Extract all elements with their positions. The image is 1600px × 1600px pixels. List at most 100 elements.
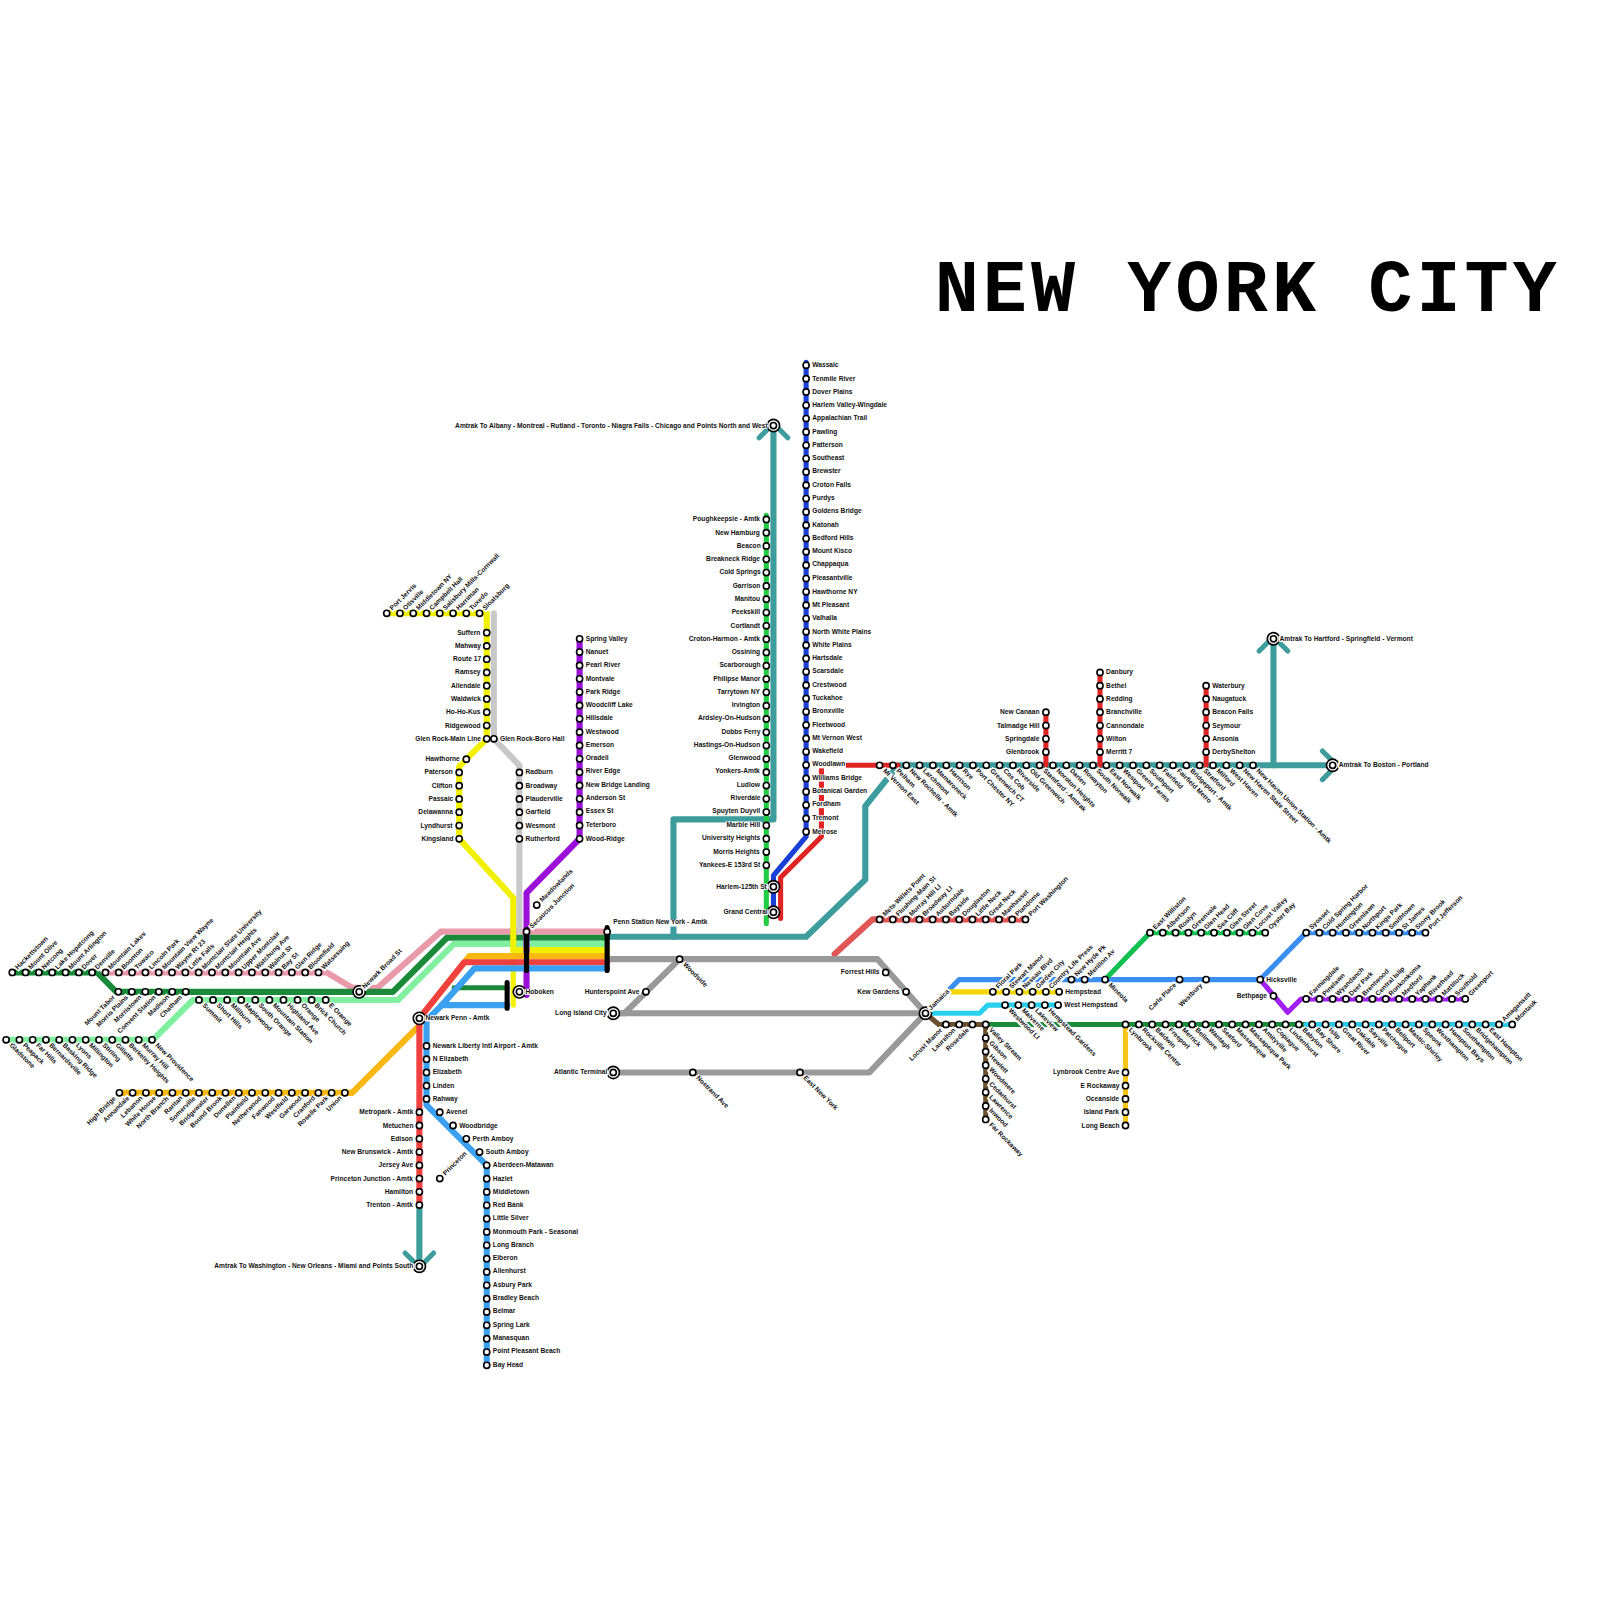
station-label: Seymour: [1211, 722, 1241, 729]
station-dot: [423, 1043, 429, 1049]
rail-line: [613, 1010, 925, 1016]
station-dot: [890, 916, 896, 922]
station-label: Wassaic: [811, 362, 839, 369]
station-dot: [1262, 930, 1268, 936]
station-dot: [1147, 930, 1153, 936]
station-dot: [142, 989, 148, 995]
station-dot: [677, 956, 683, 962]
station-dot: [1037, 762, 1043, 768]
station-dot: [89, 969, 95, 975]
station-dot: [276, 969, 282, 975]
station-dot: [36, 969, 42, 975]
station-label: Cold Springs: [718, 569, 761, 576]
station-label: Radburn: [524, 769, 553, 776]
station-dot: [763, 530, 769, 536]
station-dot: [643, 989, 649, 995]
station-dot: [604, 929, 610, 935]
station-dot: [484, 1189, 490, 1195]
station-dot: [1303, 930, 1309, 936]
station-dot: [803, 522, 809, 528]
station-dot: [3, 1037, 9, 1043]
station-dot: [484, 1322, 490, 1328]
station-dot: [797, 1069, 803, 1075]
station-label: Wilton: [1105, 735, 1127, 742]
rail-line: [1123, 1024, 1128, 1125]
station-dot: [416, 1189, 422, 1195]
station-dot: [130, 1090, 136, 1096]
station-dot: [763, 769, 769, 775]
station-dot: [1177, 977, 1183, 983]
station-label: Paterson: [423, 769, 453, 776]
station-label: Pleasantville: [811, 575, 853, 582]
station-label: Cannondale: [1105, 722, 1145, 729]
rail-line: [387, 613, 607, 950]
station-label: Scarsdale: [811, 668, 844, 675]
station-dot: [930, 762, 936, 768]
station-dot: [577, 822, 583, 828]
station-label: Amtrak To Hartford - Springfield - Vermo…: [1279, 635, 1414, 642]
station-dot: [463, 756, 469, 762]
station-dot: [416, 1176, 422, 1182]
station-dot: [1389, 1021, 1395, 1027]
station-label: Allendale: [450, 682, 482, 689]
station-label: Westwood: [585, 729, 620, 736]
station-dot: [484, 1296, 490, 1302]
station-label: Newark Penn - Amtk: [424, 1015, 490, 1022]
station-label: Ho-Ho-Kus: [445, 709, 482, 716]
interchange-dot: [416, 1263, 422, 1269]
station-dot: [903, 989, 909, 995]
station-label: Anderson St: [585, 795, 626, 802]
station-label: Hunterspoint Ave: [584, 988, 641, 995]
station-dot: [1097, 722, 1103, 728]
station-label: Lynbrook Centre Ave: [1052, 1069, 1120, 1076]
station-dot: [102, 969, 108, 975]
station-label: Bethpage: [1236, 992, 1268, 999]
station-label: New Brunswick - Amtk: [341, 1148, 414, 1155]
station-label: Linden: [432, 1082, 456, 1089]
station-dot: [1223, 762, 1229, 768]
station-label: Talmadge Hill: [996, 722, 1041, 729]
station-dot: [484, 630, 490, 636]
station-dot: [384, 610, 390, 616]
station-dot: [1330, 930, 1336, 936]
station-dot: [484, 1309, 490, 1315]
station-dot: [803, 362, 809, 368]
station-label: Katonah: [811, 522, 840, 529]
station-dot: [115, 989, 121, 995]
station-dot: [1224, 930, 1230, 936]
station-dot: [1043, 989, 1049, 995]
station-dot: [1422, 996, 1428, 1002]
station-dot: [763, 796, 769, 802]
station-dot: [803, 549, 809, 555]
station-label: Valhalla: [811, 615, 838, 622]
station-dot: [136, 1037, 142, 1043]
station-label: Harlem Valley-Wingdale: [811, 402, 888, 409]
station-dot: [763, 583, 769, 589]
station-dot: [803, 762, 809, 768]
station-dot: [1242, 1021, 1248, 1027]
station-label: Merritt 7: [1105, 748, 1133, 755]
station-dot: [1122, 1021, 1128, 1027]
station-dot: [983, 1021, 989, 1027]
station-dot: [56, 1037, 62, 1043]
station-dot: [156, 1090, 162, 1096]
station-label: Tenmile River: [811, 375, 856, 382]
station-dot: [996, 916, 1002, 922]
station-dot: [577, 636, 583, 642]
rail-line: [1270, 645, 1276, 765]
station-dot: [1185, 930, 1191, 936]
station-dot: [1097, 709, 1103, 715]
station-dot: [484, 1162, 490, 1168]
station-dot: [416, 1202, 422, 1208]
station-dot: [1362, 1021, 1368, 1027]
map-title: NEW YORK CITY: [935, 255, 1561, 328]
station-label: Oradell: [585, 755, 610, 762]
station-dot: [577, 756, 583, 762]
station-dot: [1122, 1122, 1128, 1128]
station-label: Chappaqua: [811, 562, 849, 569]
station-dot: [1316, 996, 1322, 1002]
station-dot: [803, 815, 809, 821]
station-dot: [803, 469, 809, 475]
rail-line: [781, 765, 898, 918]
station-dot: [1250, 762, 1256, 768]
